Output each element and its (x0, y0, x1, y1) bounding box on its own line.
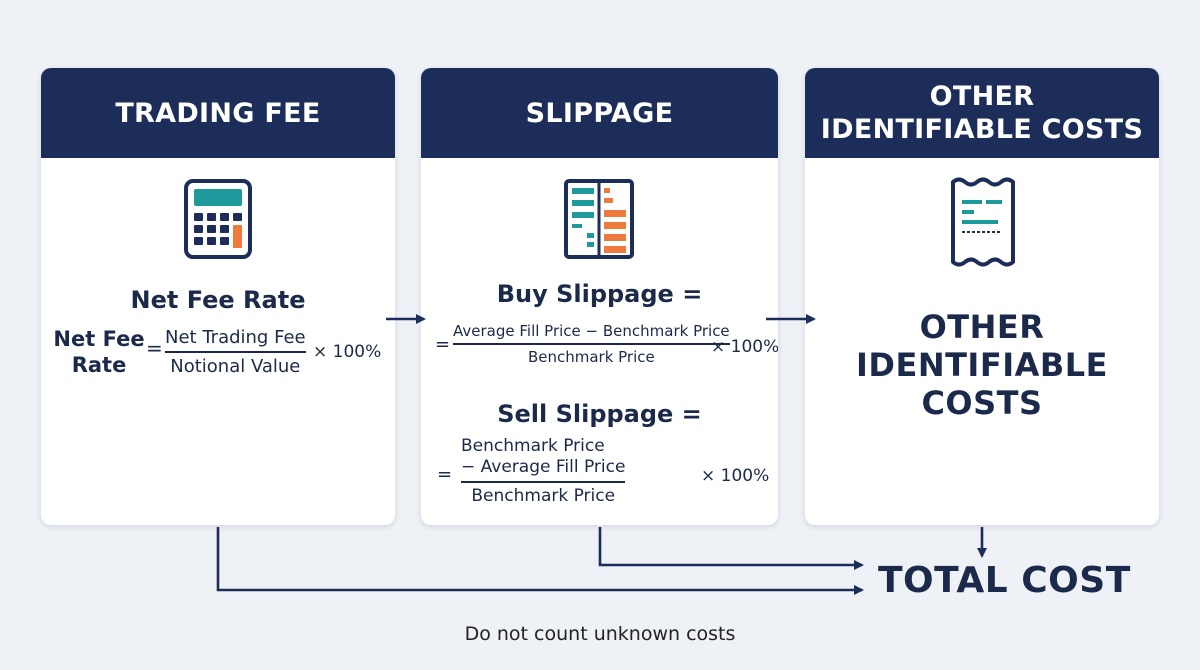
buy-fraction-bar (453, 343, 730, 345)
sell-equals-sign: = (437, 464, 453, 485)
buy-numerator: Average Fill Price − Benchmark Price (453, 322, 730, 340)
sell-multiplier: × 100% (701, 466, 770, 486)
buy-fraction: Average Fill Price − Benchmark Price Ben… (453, 322, 730, 366)
fee-denominator: Notional Value (170, 355, 301, 377)
other-costs-body-line3: COSTS (921, 384, 1043, 422)
total-cost-label: TOTAL COST (878, 560, 1131, 601)
sell-numerator-line2: − Average Fill Price (461, 457, 626, 477)
sell-fraction-bar (461, 481, 626, 483)
trading-fee-header: TRADING FEE (41, 68, 395, 158)
footnote: Do not count unknown costs (464, 623, 736, 645)
buy-multiplier: × 100% (711, 337, 778, 357)
fraction-bar (165, 351, 306, 353)
other-costs-body: OTHER IDENTIFIABLE COSTS (805, 308, 1159, 422)
sell-numerator: Benchmark Price − Average Fill Price (461, 436, 625, 478)
buy-slippage-heading: Buy Slippage = (496, 280, 703, 308)
buy-equals-sign: = (435, 334, 451, 355)
other-costs-body-line2: IDENTIFIABLE (855, 346, 1108, 384)
sell-numerator-line1: Benchmark Price (461, 436, 605, 456)
trading-fee-title: TRADING FEE (115, 97, 321, 129)
formula-lhs-line1: Net Fee (53, 327, 145, 351)
calculator-icon (184, 179, 252, 259)
other-costs-title-line1: OTHER (929, 81, 1035, 112)
formula-lhs-line2: Rate (71, 353, 127, 377)
fee-multiplier: × 100% (313, 342, 382, 362)
slippage-header: SLIPPAGE (421, 68, 778, 158)
other-costs-card: OTHER IDENTIFIABLE COSTS OTHER IDENTIFIA… (805, 68, 1159, 525)
other-costs-header: OTHER IDENTIFIABLE COSTS (805, 68, 1159, 158)
buy-denominator: Benchmark Price (527, 347, 655, 366)
fee-numerator: Net Trading Fee (165, 327, 306, 348)
arrow-fee-to-total (216, 527, 864, 595)
receipt-icon (951, 177, 1015, 267)
formula-lhs: Net Fee Rate (53, 326, 145, 378)
order-book-icon (564, 179, 634, 259)
trading-fee-card: TRADING FEE Net Fee Rate Net Fee Rate = … (41, 68, 395, 525)
arrow-slippage-to-total (598, 527, 864, 570)
sell-fraction: Benchmark Price − Average Fill Price Ben… (461, 436, 626, 506)
sell-slippage-heading: Sell Slippage = (497, 400, 702, 428)
fee-fraction: Net Trading Fee Notional Value (165, 327, 306, 377)
slippage-title: SLIPPAGE (525, 97, 674, 129)
sell-denominator: Benchmark Price (471, 485, 616, 506)
other-costs-title-line2: IDENTIFIABLE COSTS (820, 114, 1144, 145)
equals-sign: = (146, 336, 163, 360)
net-fee-rate-heading: Net Fee Rate (130, 286, 306, 314)
slippage-card: SLIPPAGE Buy Slippage = = Average Fill P… (421, 68, 778, 525)
other-costs-body-line1: OTHER (919, 308, 1045, 346)
